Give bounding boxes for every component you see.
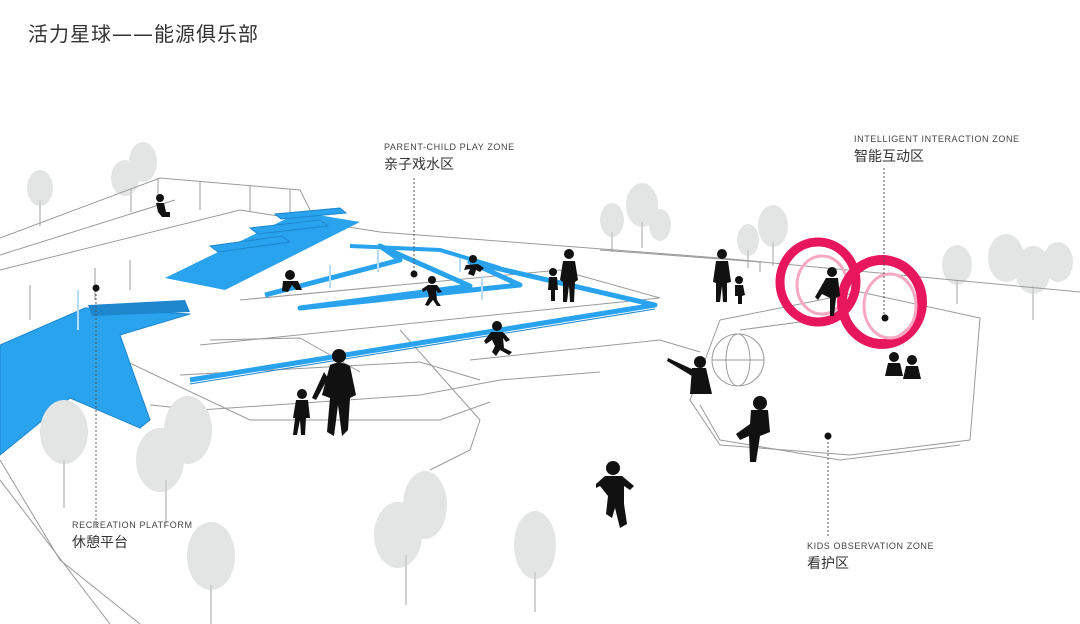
ring-right bbox=[837, 255, 927, 349]
label-zh: 智能互动区 bbox=[854, 149, 924, 165]
sitting-silhouette bbox=[885, 352, 921, 379]
label-zh: 休憩平台 bbox=[72, 535, 128, 551]
sitting-silhouette bbox=[156, 194, 170, 217]
site-outlines bbox=[0, 177, 1080, 624]
dot-intelligent bbox=[881, 314, 889, 322]
tree-icon bbox=[111, 142, 157, 212]
trees-back bbox=[27, 142, 1073, 320]
dot-kids-observation bbox=[824, 432, 832, 440]
callout-leaders bbox=[95, 168, 885, 538]
tree-icon bbox=[374, 471, 447, 605]
child-silhouette bbox=[293, 389, 310, 435]
tree-icon bbox=[187, 522, 235, 624]
step-2 bbox=[248, 219, 330, 235]
adult-silhouette bbox=[560, 249, 578, 302]
running-silhouette bbox=[596, 461, 634, 528]
label-zh: 看护区 bbox=[807, 556, 849, 572]
tree-icon bbox=[626, 183, 671, 248]
tree-icon bbox=[136, 396, 212, 524]
label-parent-child-zone: PARENT-CHILD PLAY ZONE 亲子戏水区 bbox=[384, 142, 515, 174]
label-en: PARENT-CHILD PLAY ZONE bbox=[384, 142, 515, 152]
dot-recreation bbox=[92, 284, 100, 292]
callout-dots bbox=[92, 270, 889, 440]
step-4 bbox=[88, 300, 190, 316]
label-en: RECREATION PLATFORM bbox=[72, 520, 193, 530]
interaction-rings bbox=[775, 237, 927, 349]
water-channels bbox=[0, 207, 658, 456]
label-kids-observation-zone: KIDS OBSERVATION ZONE 看护区 bbox=[807, 541, 934, 573]
people-silhouettes bbox=[156, 194, 921, 528]
running-silhouette bbox=[484, 321, 512, 356]
zigzag-channel-inner bbox=[189, 308, 656, 385]
adult-silhouette bbox=[312, 349, 356, 436]
tree-icon bbox=[514, 511, 556, 612]
crouching-silhouette bbox=[282, 270, 302, 292]
label-zh: 亲子戏水区 bbox=[384, 157, 454, 173]
jumping-silhouette bbox=[422, 276, 442, 306]
adult-silhouette bbox=[713, 249, 731, 302]
dot-parent-child bbox=[410, 270, 418, 278]
tree-icon bbox=[942, 245, 972, 304]
sitting-silhouette bbox=[736, 396, 770, 462]
pool-strip-top bbox=[165, 212, 360, 290]
tree-icon bbox=[600, 203, 624, 252]
step-1 bbox=[208, 235, 292, 253]
tree-icon bbox=[40, 400, 88, 508]
label-en: KIDS OBSERVATION ZONE bbox=[807, 541, 935, 551]
child-silhouette bbox=[735, 276, 745, 304]
child-silhouette bbox=[548, 268, 558, 301]
tree-icon bbox=[27, 170, 53, 226]
step-3 bbox=[273, 207, 348, 220]
zigzag-channel bbox=[189, 243, 658, 383]
pointing-silhouette bbox=[667, 356, 712, 394]
label-recreation-platform: RECREATION PLATFORM 休憩平台 bbox=[72, 520, 193, 552]
jumping-silhouette bbox=[464, 255, 484, 276]
tree-icon bbox=[758, 205, 788, 266]
globe-sculpture bbox=[711, 333, 765, 387]
trees-front bbox=[40, 396, 556, 624]
tree-icon bbox=[988, 234, 1073, 320]
channel-edge bbox=[349, 244, 501, 270]
page-title: 活力星球——能源俱乐部 bbox=[28, 22, 259, 46]
water-jets bbox=[77, 250, 483, 330]
tree-icon bbox=[737, 224, 759, 268]
sitting-silhouette bbox=[815, 267, 840, 316]
label-intelligent-zone: INTELLIGENT INTERACTION ZONE 智能互动区 bbox=[854, 134, 1020, 166]
label-en: INTELLIGENT INTERACTION ZONE bbox=[854, 134, 1020, 144]
